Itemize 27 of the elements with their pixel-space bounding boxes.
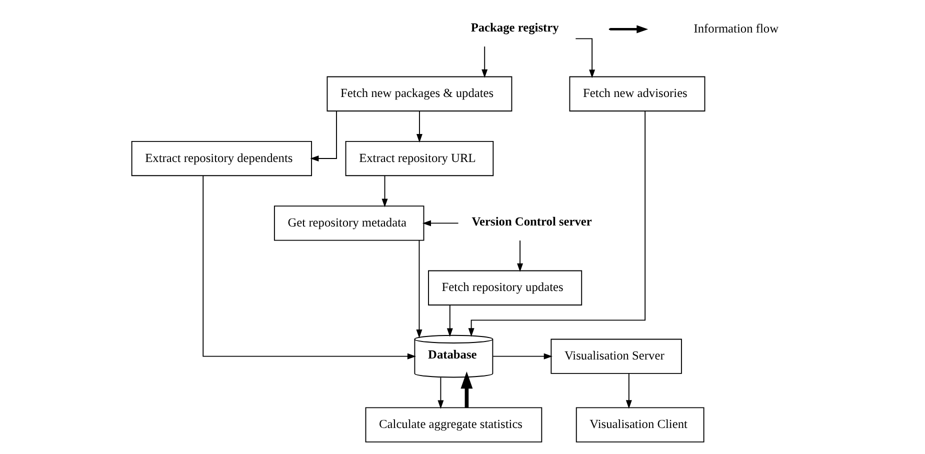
arrow — [460, 372, 473, 408]
arrow — [382, 175, 388, 208]
arrow — [482, 46, 488, 78]
node-box: Fetch new advisories — [569, 76, 706, 112]
arrow — [517, 240, 524, 272]
arrow — [468, 110, 646, 337]
arrow — [422, 220, 459, 226]
arrow — [626, 373, 632, 409]
node-box: Calculate aggregate statistics — [365, 407, 542, 442]
arrow — [202, 175, 416, 360]
node-text: Package registry — [470, 20, 559, 34]
legend-label: Information flow — [694, 21, 779, 36]
arrow — [492, 353, 552, 360]
node-box: Extract repository URL — [345, 140, 494, 176]
arrow — [575, 38, 596, 78]
node-box: Visualisation Server — [550, 338, 682, 374]
arrow — [416, 110, 422, 143]
arrow — [416, 240, 422, 338]
node-box: Visualisation Client — [576, 407, 704, 442]
node-box: Fetch new packages & updates — [326, 76, 512, 112]
node-box: Fetch repository updates — [428, 270, 582, 306]
arrow — [446, 304, 453, 337]
node-box: Extract repository dependents — [131, 140, 312, 176]
node-text: Version Control server — [472, 214, 592, 228]
node-box: Get repository metadata — [274, 206, 424, 241]
arrow — [438, 377, 444, 409]
arrow — [310, 110, 337, 162]
